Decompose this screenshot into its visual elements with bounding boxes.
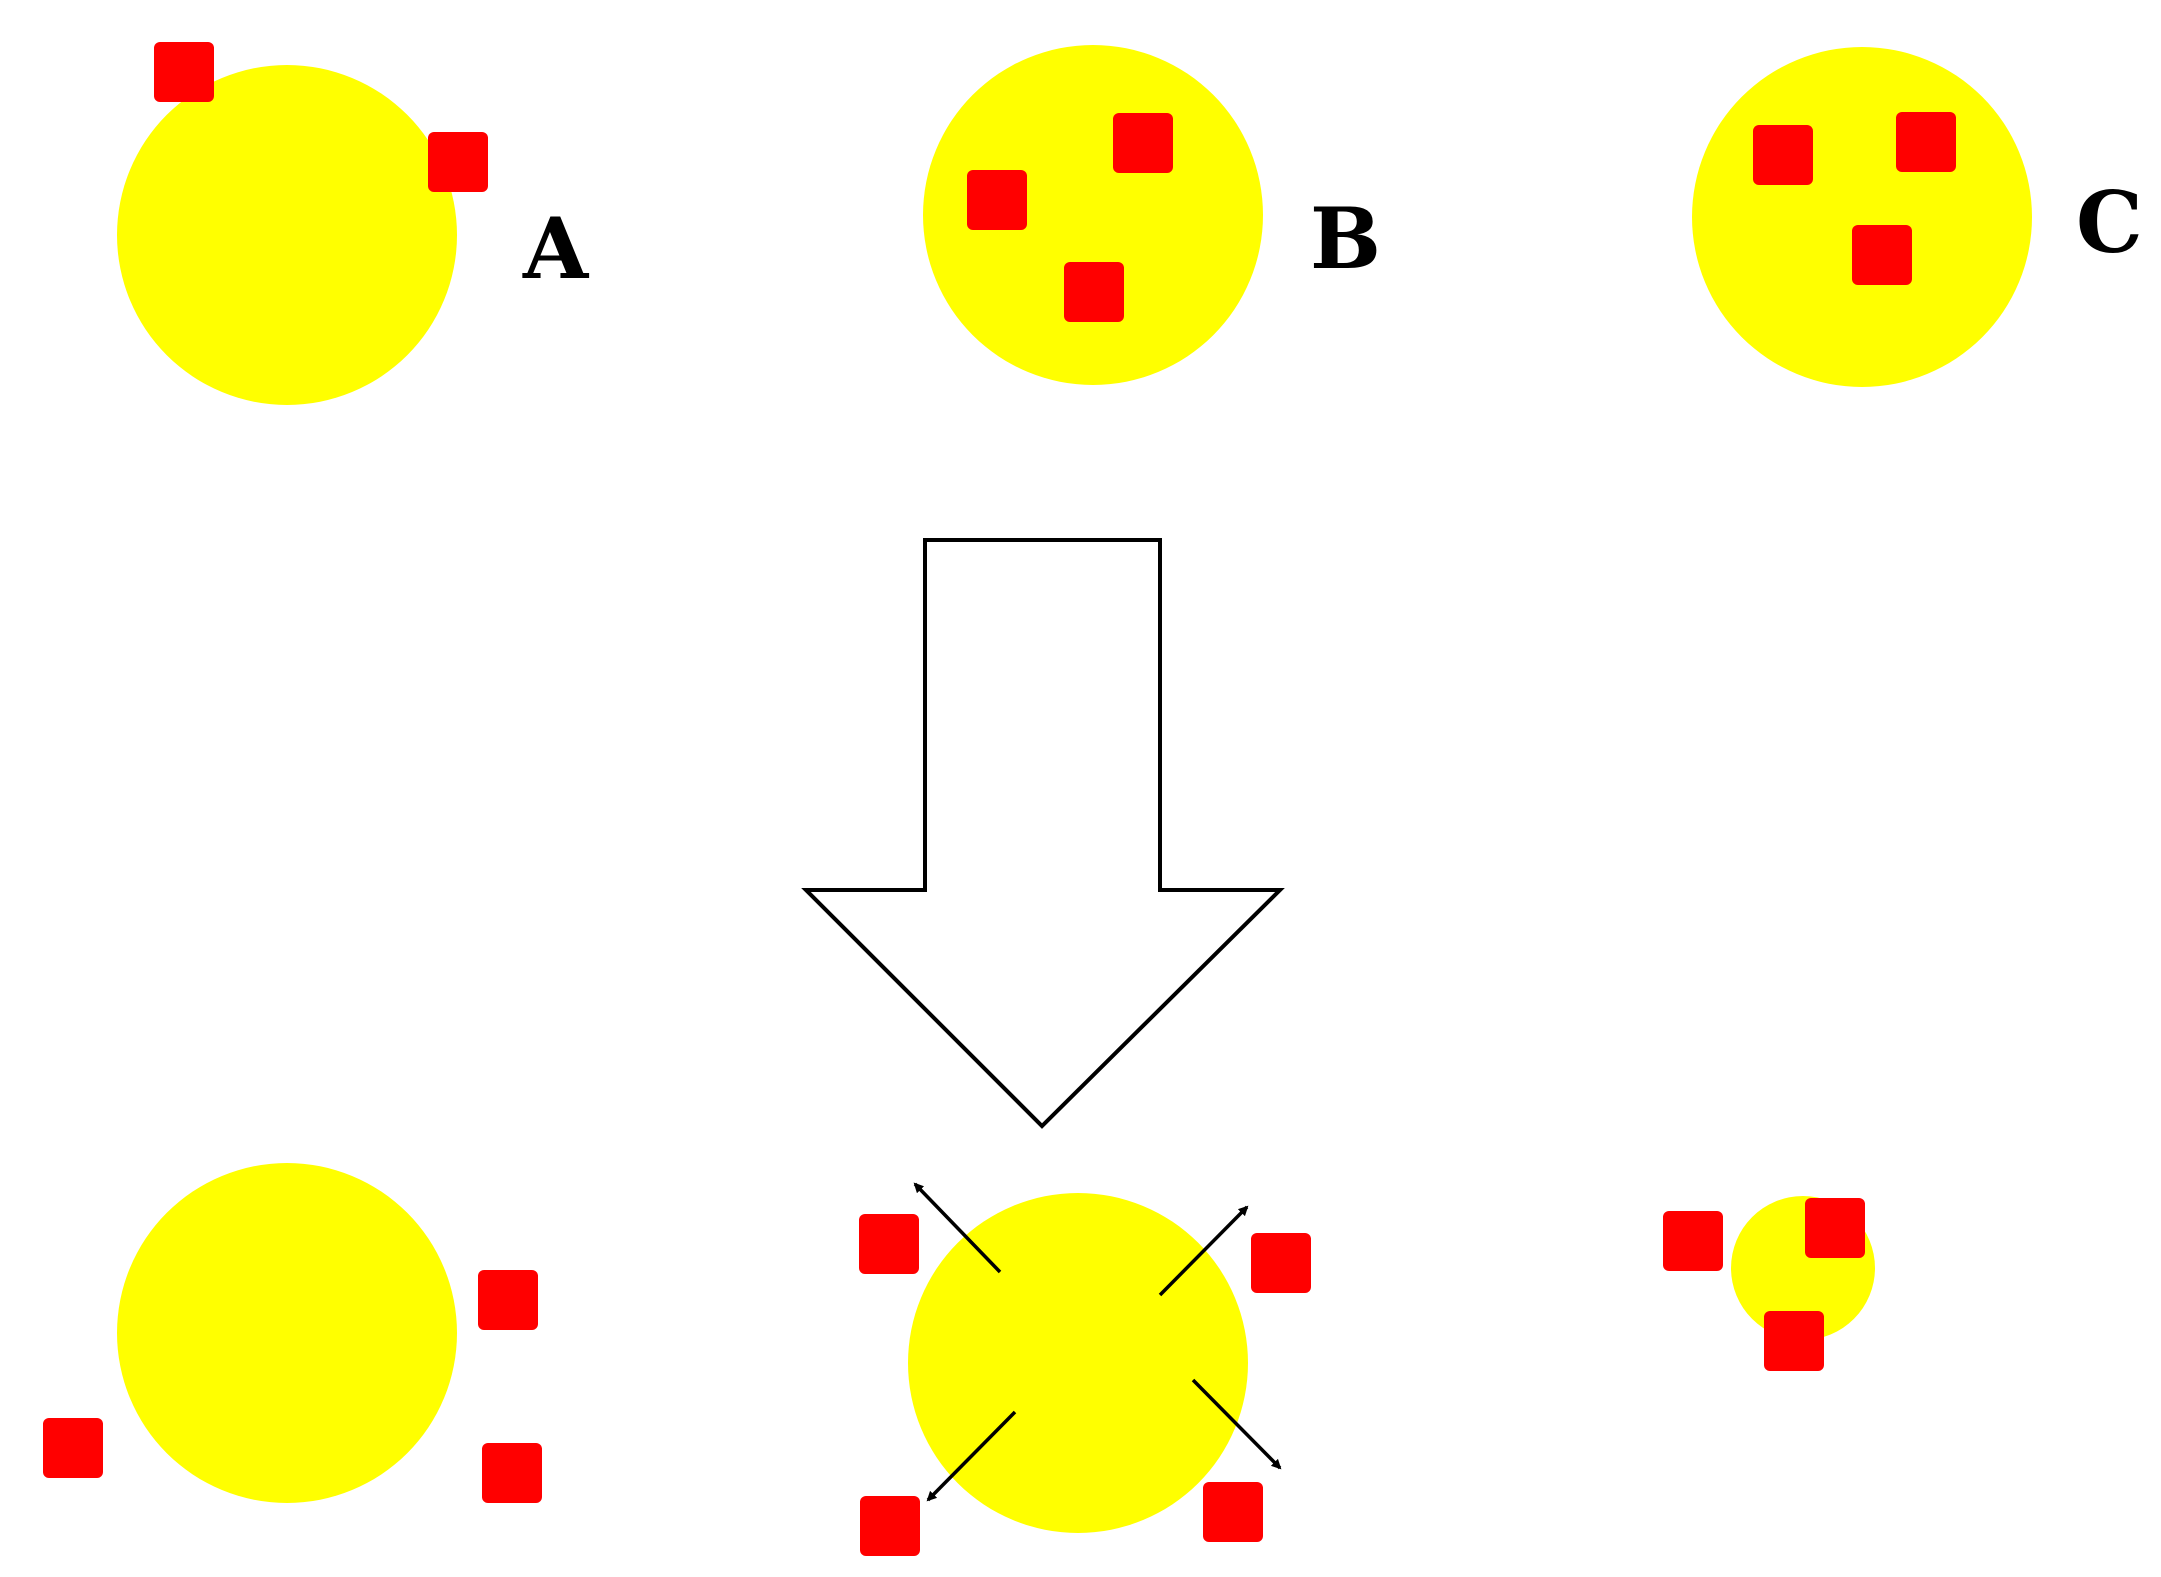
block-b-after-1 <box>859 1214 919 1274</box>
block-b-after-4 <box>1203 1482 1263 1542</box>
panel-c-before: C <box>1692 47 2143 387</box>
block-b-1 <box>1113 113 1173 173</box>
block-c-3 <box>1852 225 1912 285</box>
label-b: B <box>1310 189 1381 288</box>
block-c-after-3 <box>1764 1311 1824 1371</box>
outward-arrow-icon <box>1158 1205 1249 1297</box>
block-b-2 <box>967 170 1027 230</box>
block-c-2 <box>1896 112 1956 172</box>
block-b-after-2 <box>1251 1233 1311 1293</box>
block-b-after-3 <box>860 1496 920 1556</box>
block-c-after-1 <box>1663 1211 1723 1271</box>
panel-b-after <box>859 1182 1311 1556</box>
label-c: C <box>2076 173 2143 272</box>
block-b-3 <box>1064 262 1124 322</box>
block-a-2 <box>428 132 488 192</box>
particle-a <box>117 65 457 405</box>
block-a-1 <box>154 42 214 102</box>
block-a-after-3 <box>482 1443 542 1503</box>
block-c-1 <box>1753 125 1813 185</box>
particle-b-after <box>908 1193 1248 1533</box>
particle-c <box>1692 47 2032 387</box>
particle-a-after <box>117 1163 457 1503</box>
outward-arrow-icon <box>1191 1378 1282 1470</box>
down-arrow-icon <box>801 538 1285 1129</box>
panel-a-before: A <box>117 42 590 405</box>
panel-c-after <box>1663 1196 1875 1371</box>
panel-b-before: B <box>923 45 1381 385</box>
block-a-after-2 <box>43 1418 103 1478</box>
block-c-after-2 <box>1805 1198 1865 1258</box>
panel-a-after <box>43 1163 542 1503</box>
outward-arrow-icon <box>926 1410 1017 1502</box>
outward-arrow-icon <box>913 1182 1002 1274</box>
label-a: A <box>522 199 590 298</box>
block-a-after-1 <box>478 1270 538 1330</box>
particle-b <box>923 45 1263 385</box>
